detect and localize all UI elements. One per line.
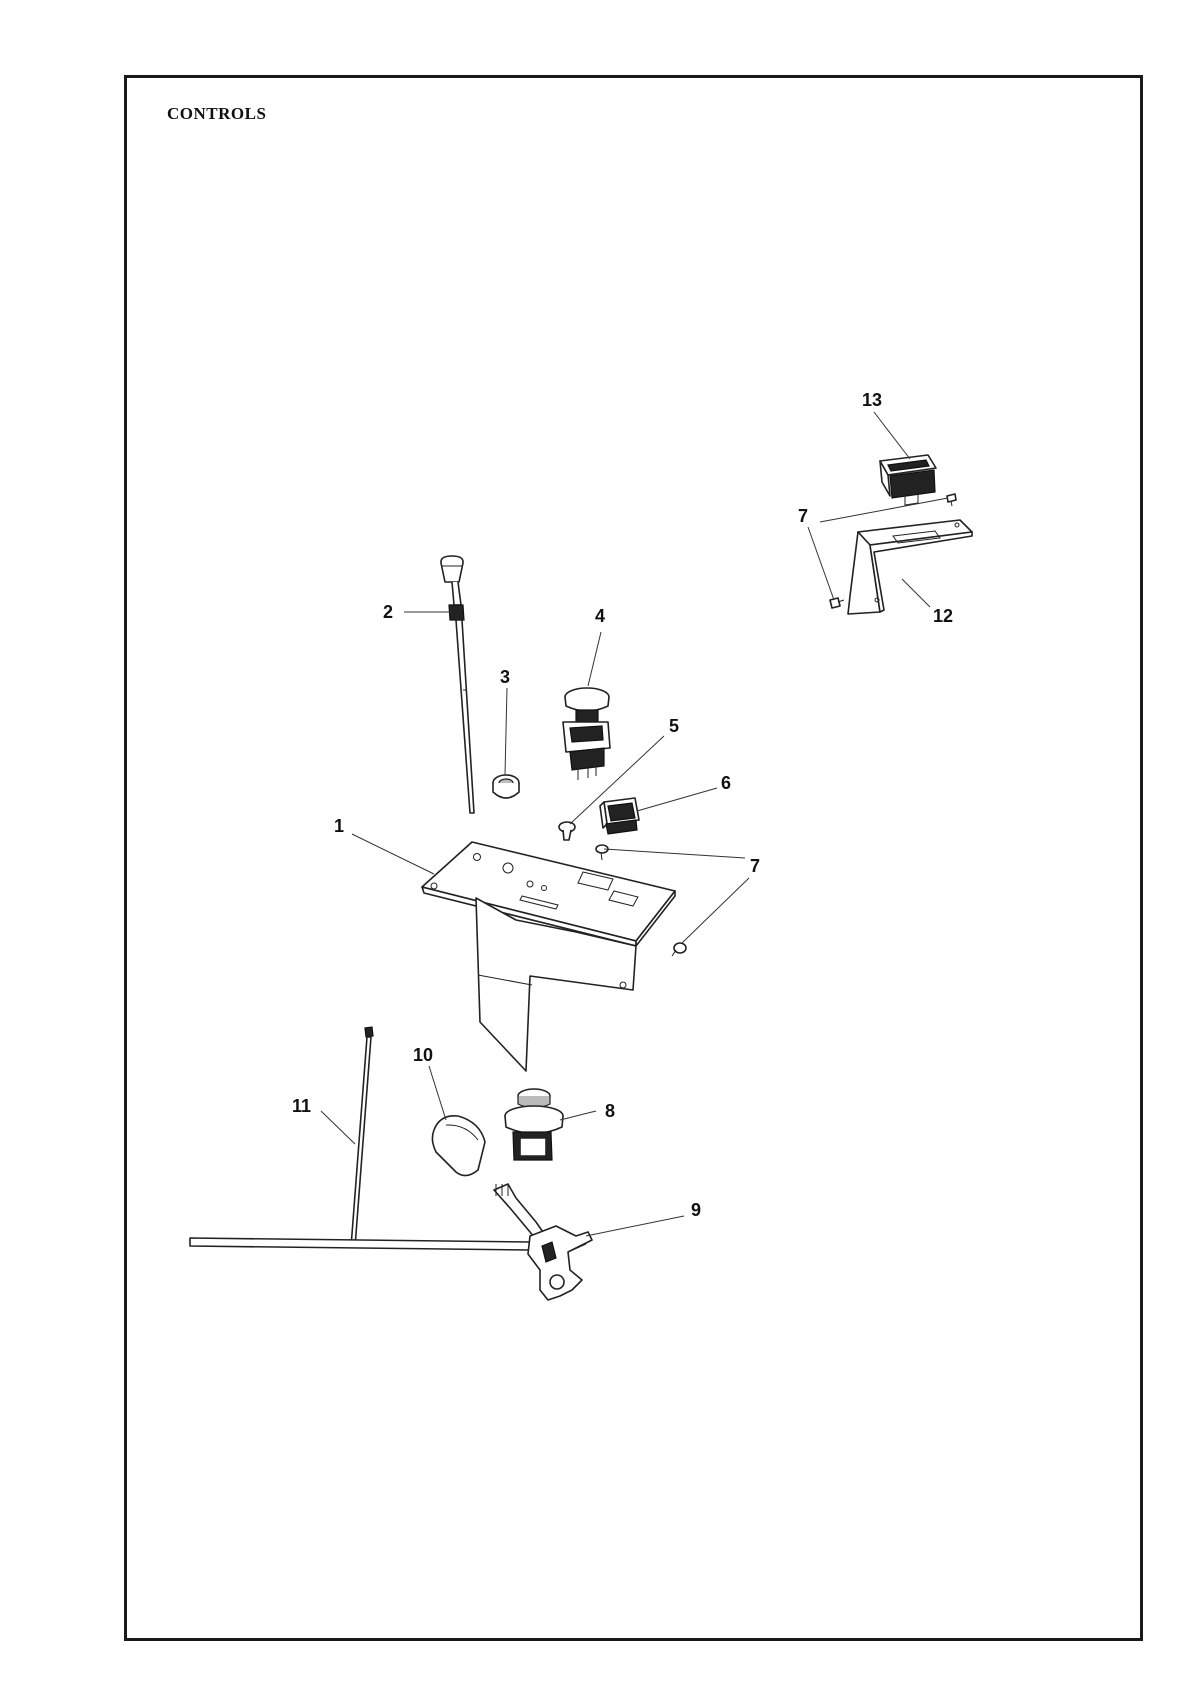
callout-5: 5 [669,716,679,736]
callout-2: 2 [383,602,393,622]
part-11-cable-rod [350,1026,374,1248]
leader-3 [504,687,508,776]
page-frame [124,75,1143,1641]
part-4-emergency-switch [562,687,611,780]
leader-lines [320,411,949,1237]
leader-7-lower-b [681,877,750,944]
callout-10: 10 [413,1045,433,1065]
leader-10 [428,1065,447,1121]
leader-7-upper-b [807,526,835,601]
part-13-meter [879,454,937,506]
callout-4: 4 [595,606,605,626]
part-2-control-rod [440,555,475,814]
leader-8 [559,1110,597,1121]
leader-7-upper-a [819,497,949,523]
part-5-screw [558,821,576,841]
callout-13: 13 [862,390,882,410]
callout-labels: 1 2 3 4 5 6 7 7 8 9 10 11 12 13 [292,390,953,1220]
part-12-bracket [847,519,973,615]
callout-7-lower: 7 [750,856,760,876]
callout-9: 9 [691,1200,701,1220]
part-7-screws-lower [595,844,687,957]
leader-12 [901,578,931,608]
page-title: CONTROLS [167,104,267,123]
callout-1: 1 [334,816,344,836]
callout-12: 12 [933,606,953,626]
leader-9 [585,1215,685,1237]
leader-1 [351,833,435,875]
leader-6 [636,787,718,812]
leader-4 [587,631,602,687]
callout-3: 3 [500,667,510,687]
leader-7-lower-a [603,848,746,859]
part-3-bushing [492,774,520,799]
part-7-screws-upper [829,493,957,609]
callout-6: 6 [721,773,731,793]
leader-11 [320,1110,356,1145]
leader-5 [569,735,665,825]
callout-11: 11 [292,1096,311,1116]
part-9-throttle-lever [189,1183,593,1301]
part-8-key-switch [504,1088,564,1161]
leader-13 [873,411,911,460]
part-1-control-plate [421,841,676,1072]
callout-7-upper: 7 [798,506,808,526]
part-6-rocker-switch [599,797,640,835]
part-10-knob [431,1114,486,1177]
callout-8: 8 [605,1101,615,1121]
